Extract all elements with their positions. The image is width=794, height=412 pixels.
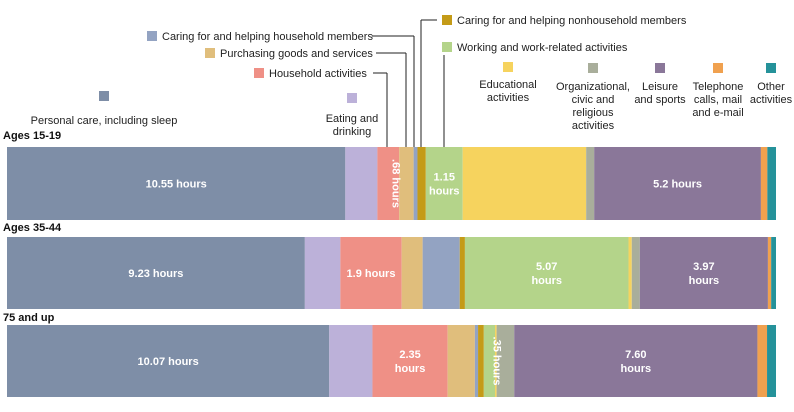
- legend-label: Personal care, including sleep: [31, 115, 178, 127]
- bar-segment: [447, 325, 475, 397]
- bar-segment: [631, 237, 640, 309]
- bar-segment: [372, 325, 448, 397]
- legend-swatch: [147, 31, 157, 41]
- segment-label: 1.9 hours: [347, 268, 396, 280]
- legend-swatch: [713, 63, 723, 73]
- bar-segment: [760, 147, 768, 220]
- segment-label: 5.2 hours: [653, 179, 702, 191]
- bar-segment: [413, 147, 418, 220]
- segment-label: 10.07 hours: [138, 356, 199, 368]
- bar-segment: [422, 237, 460, 309]
- bar-segment: [514, 325, 758, 397]
- bar-segment: [401, 237, 423, 309]
- segment-label: .68 hours: [389, 159, 401, 208]
- bar-segment: [586, 147, 595, 220]
- bar-segment: [7, 147, 346, 220]
- bar-segment: [329, 325, 373, 397]
- legend-swatch: [766, 63, 776, 73]
- group-title: Ages 15-19: [3, 130, 61, 142]
- legend-label: Household activities: [269, 68, 367, 80]
- legend-swatch: [442, 42, 452, 52]
- segment-label: .35 hours: [490, 337, 502, 386]
- legend-swatch: [205, 48, 215, 58]
- legend-label: Caring for and helping nonhousehold memb…: [457, 15, 687, 27]
- legend-swatch: [99, 91, 109, 101]
- group-title: 75 and up: [3, 312, 55, 324]
- bar-segment: [7, 325, 330, 397]
- group-title: Ages 35-44: [3, 222, 62, 234]
- bar-segment: [483, 325, 496, 397]
- bar-segment: [767, 325, 776, 397]
- legend-swatch: [442, 15, 452, 25]
- bar-segment: [304, 237, 341, 309]
- legend-swatch: [347, 93, 357, 103]
- bar-segment: [757, 325, 768, 397]
- bar-segment: [399, 147, 414, 220]
- legend-swatch: [588, 63, 598, 73]
- bar-segment: [474, 325, 479, 397]
- bar-segment: [340, 237, 402, 309]
- segment-label: 10.55 hours: [146, 179, 207, 191]
- legend-swatch: [503, 62, 513, 72]
- bar-segment: [377, 147, 400, 220]
- legend-swatch: [254, 68, 264, 78]
- bar-segment: [459, 237, 465, 309]
- legend-label: Purchasing goods and services: [220, 48, 373, 60]
- bar-segment: [464, 237, 629, 309]
- bar-segment: [771, 237, 776, 309]
- bar-segment: [628, 237, 632, 309]
- bar-segment: [594, 147, 761, 220]
- legend-label: Working and work-related activities: [457, 42, 628, 54]
- bar-segment: [462, 147, 587, 220]
- bar-segment: [478, 325, 484, 397]
- bar-segment: [496, 325, 515, 397]
- bar-segment: [767, 237, 772, 309]
- bar-segment: [639, 237, 768, 309]
- legend-label: Caring for and helping household members: [162, 31, 373, 43]
- bar-segment: [767, 147, 776, 220]
- legend-swatch: [655, 63, 665, 73]
- bar-segment: [425, 147, 463, 220]
- bar-segment: [495, 325, 497, 397]
- bar-segment: [417, 147, 426, 220]
- bar-segment: [7, 237, 305, 309]
- segment-label: 9.23 hours: [128, 268, 183, 280]
- bar-segment: [345, 147, 378, 220]
